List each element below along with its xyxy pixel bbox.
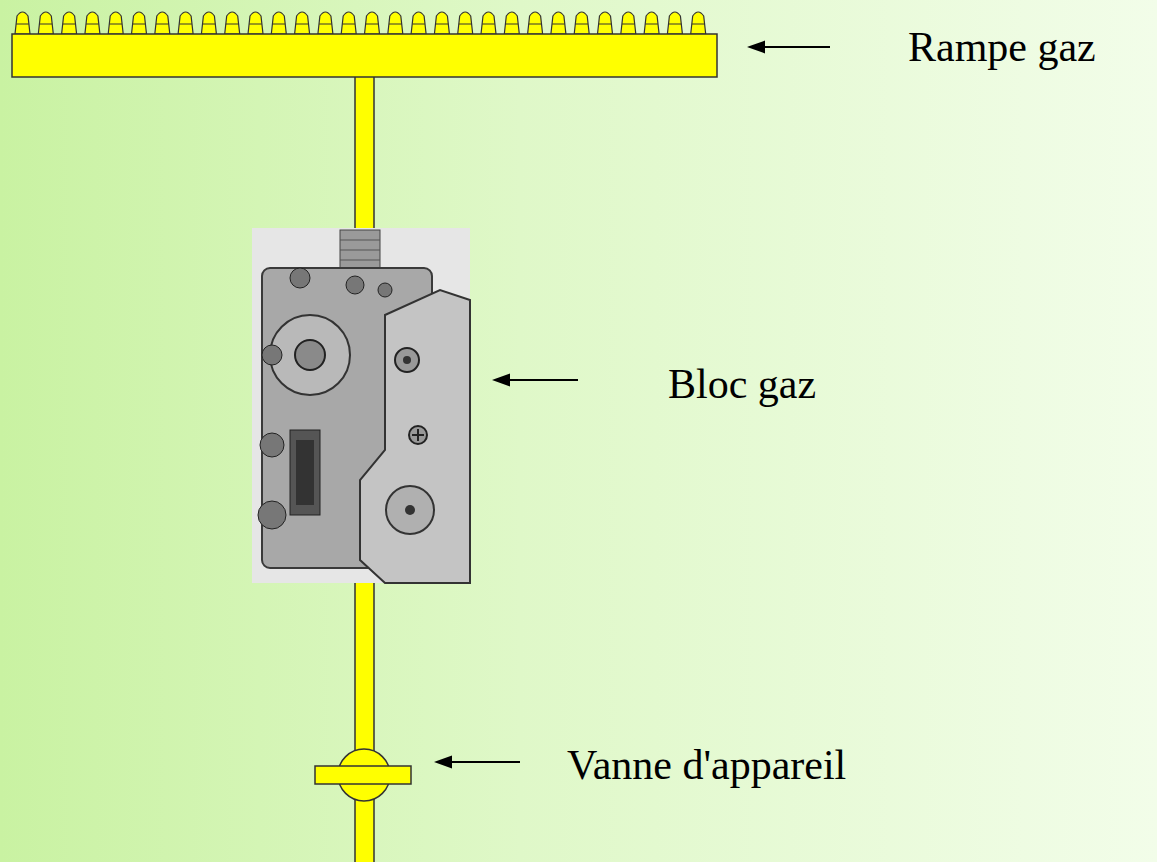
nozzle	[691, 12, 706, 34]
nozzle-band	[529, 24, 542, 25]
nozzle-band	[459, 24, 472, 25]
burner-nozzles	[15, 12, 706, 34]
nozzle-band	[319, 24, 332, 25]
nozzle-band	[622, 24, 635, 25]
nozzle-band	[412, 24, 425, 25]
nozzle-band	[86, 24, 99, 25]
nozzle-band	[16, 24, 29, 25]
nozzle-band	[203, 24, 216, 25]
part-label: Rampe gaz	[908, 24, 1096, 70]
nozzle-band	[156, 24, 169, 25]
nozzle-band	[599, 24, 612, 25]
nozzle	[528, 12, 543, 34]
nozzle-band	[296, 24, 309, 25]
nozzle	[62, 12, 77, 34]
nozzle	[271, 12, 286, 34]
nozzle	[108, 12, 123, 34]
nozzle	[598, 12, 613, 34]
nozzle	[551, 12, 566, 34]
nozzle-band	[342, 24, 355, 25]
nozzle	[365, 12, 380, 34]
nozzle	[504, 12, 519, 34]
nozzle-band	[63, 24, 76, 25]
nozzle	[201, 12, 216, 34]
gas-block-photo	[252, 228, 470, 583]
nozzle-band	[506, 24, 519, 25]
nozzle	[225, 12, 240, 34]
gas-pipe	[355, 76, 374, 231]
gas-pipe	[355, 580, 374, 862]
nozzle-band	[482, 24, 495, 25]
nozzle	[155, 12, 170, 34]
nozzle	[38, 12, 53, 34]
nozzle-band	[389, 24, 402, 25]
nozzle	[15, 12, 30, 34]
nozzle-band	[692, 24, 705, 25]
nozzle-band	[133, 24, 146, 25]
gas-ramp	[12, 34, 717, 77]
nozzle-band	[552, 24, 565, 25]
nozzle-band	[249, 24, 262, 25]
nozzle	[458, 12, 473, 34]
nozzle	[574, 12, 589, 34]
nozzle-band	[436, 24, 449, 25]
part-label: Vanne d'appareil	[567, 742, 846, 788]
nozzle-band	[179, 24, 192, 25]
nozzle	[481, 12, 496, 34]
nozzle-band	[273, 24, 286, 25]
nozzle	[434, 12, 449, 34]
nozzle	[132, 12, 147, 34]
nozzle-band	[109, 24, 122, 25]
nozzle-band	[40, 24, 53, 25]
nozzle-band	[226, 24, 239, 25]
nozzle	[178, 12, 193, 34]
nozzle	[621, 12, 636, 34]
nozzle	[85, 12, 100, 34]
nozzle-band	[366, 24, 379, 25]
leader-arrows	[437, 42, 830, 767]
nozzle	[667, 12, 682, 34]
part-label: Bloc gaz	[668, 361, 816, 407]
nozzle-band	[669, 24, 682, 25]
nozzle	[318, 12, 333, 34]
nozzle-band	[645, 24, 658, 25]
nozzle	[295, 12, 310, 34]
nozzle	[341, 12, 356, 34]
appliance-valve	[315, 749, 411, 801]
nozzle-band	[575, 24, 588, 25]
nozzle	[644, 12, 659, 34]
nozzle	[248, 12, 263, 34]
nozzle	[411, 12, 426, 34]
nozzle	[388, 12, 403, 34]
